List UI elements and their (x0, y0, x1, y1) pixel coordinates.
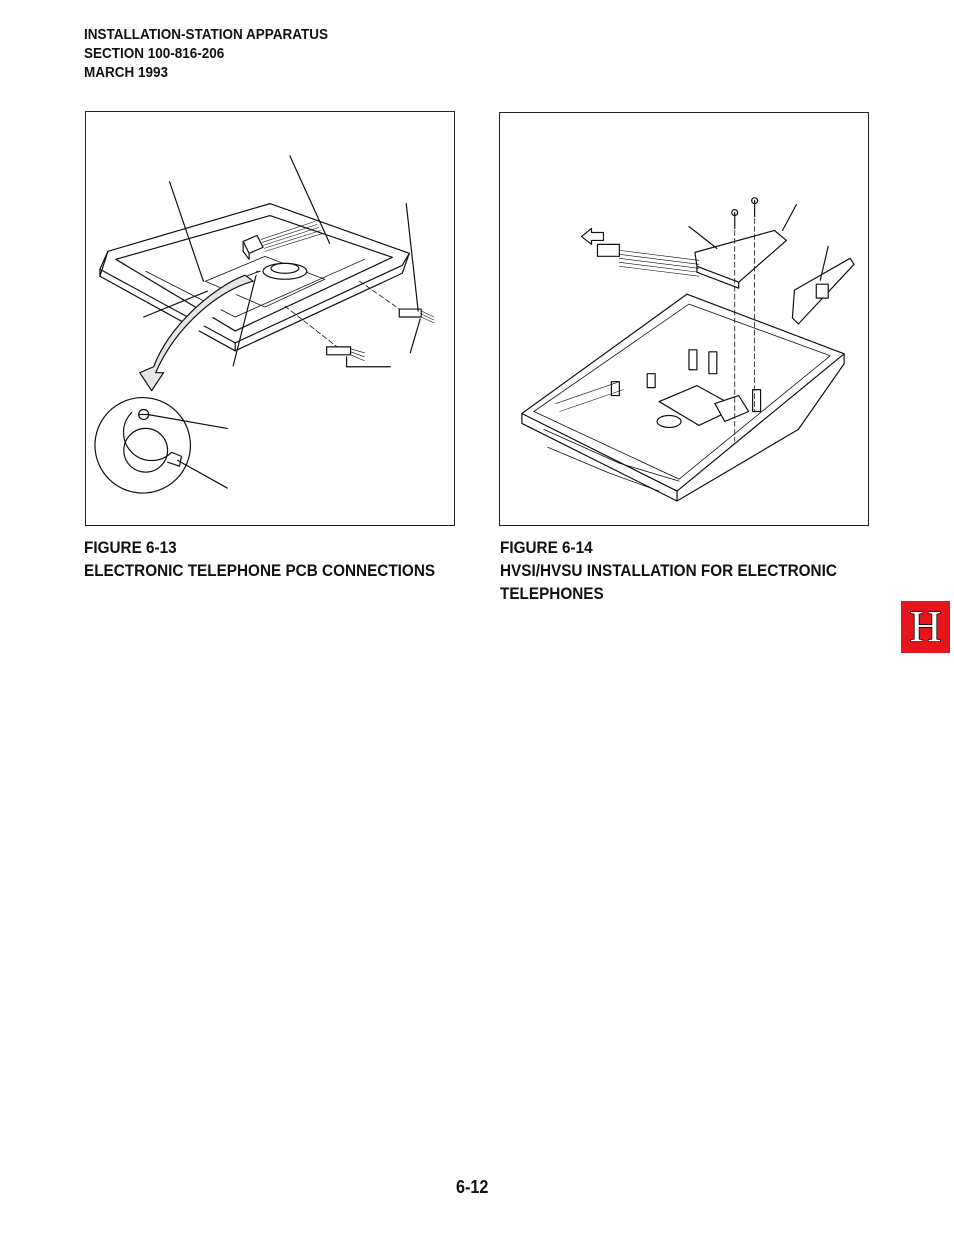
figure-6-13-caption: FIGURE 6-13 ELECTRONIC TELEPHONE PCB CON… (84, 536, 435, 582)
figure-6-14-caption: FIGURE 6-14 HVSI/HVSU INSTALLATION FOR E… (500, 536, 837, 605)
figure-6-13-illustration (85, 111, 455, 526)
header-title: INSTALLATION-STATION APPARATUS (84, 26, 328, 43)
page-number: 6-12 (456, 1177, 489, 1197)
header-section: SECTION 100-816-206 (84, 45, 225, 62)
section-tab-letter: H (909, 602, 942, 651)
header-date: MARCH 1993 (84, 64, 169, 81)
figure-title: ELECTRONIC TELEPHONE PCB CONNECTIONS (84, 561, 436, 580)
document-header: INSTALLATION-STATION APPARATUS SECTION 1… (84, 25, 328, 82)
figure-title: HVSI/HVSU INSTALLATION FOR ELECTRONIC (500, 561, 837, 580)
figure-title-line-2: TELEPHONES (500, 584, 604, 603)
section-tab-marker: H (901, 601, 950, 653)
figure-number: FIGURE 6-14 (500, 538, 593, 557)
figure-number: FIGURE 6-13 (84, 538, 177, 557)
figure-6-14-illustration (499, 112, 869, 526)
